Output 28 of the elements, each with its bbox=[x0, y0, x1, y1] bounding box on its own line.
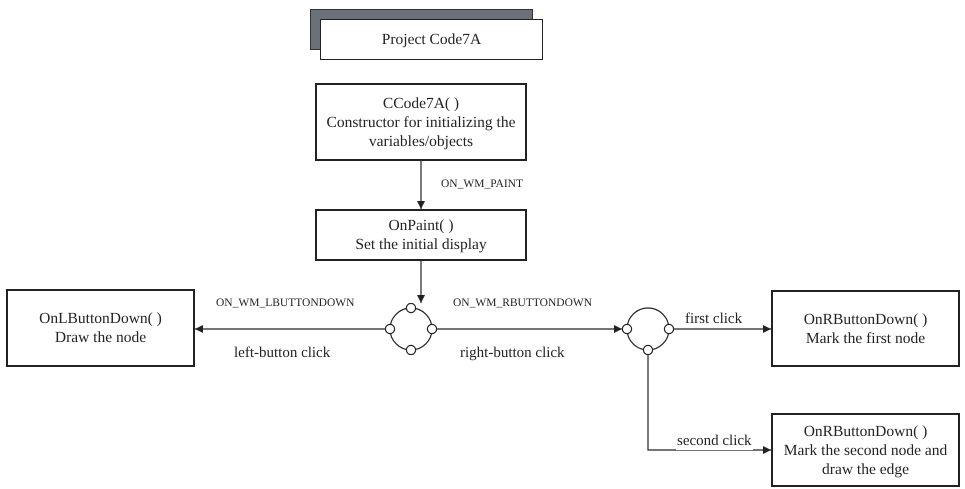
box-text: Mark the first node bbox=[806, 328, 926, 348]
arrow bbox=[647, 355, 771, 454]
function-box bbox=[771, 290, 960, 367]
box-text: Project Code7A bbox=[382, 30, 482, 49]
function-box bbox=[315, 209, 527, 261]
function-name: OnRButtonDown( ) bbox=[804, 422, 928, 440]
edge-label: ON_WM_PAINT bbox=[440, 178, 524, 191]
arrow bbox=[674, 325, 771, 333]
arrow bbox=[195, 325, 385, 333]
box-text: Mark the second node and draw the edge bbox=[782, 440, 948, 478]
function-name: OnLButtonDown( ) bbox=[39, 309, 162, 328]
edge-label: ON_WM_LBUTTONDOWN bbox=[215, 297, 356, 310]
edge-note: right-button click bbox=[459, 345, 566, 362]
box-text: Draw the node bbox=[54, 328, 146, 347]
arrow bbox=[417, 161, 425, 209]
function-name: OnRButtonDown( ) bbox=[804, 310, 928, 328]
box-text: Constructor for initializing the variables/objects bbox=[326, 112, 516, 150]
function-name: CCode7A( ) bbox=[382, 94, 460, 112]
function-box bbox=[771, 413, 960, 487]
arrow bbox=[437, 325, 622, 333]
edge-label: ON_WM_RBUTTONDOWN bbox=[452, 297, 594, 310]
box-text: Set the initial display bbox=[355, 235, 487, 254]
function-box bbox=[315, 83, 527, 161]
function-box bbox=[6, 289, 195, 367]
edge-label: second click bbox=[676, 433, 753, 450]
arrow bbox=[417, 261, 425, 303]
function-name: OnPaint( ) bbox=[388, 216, 454, 235]
junction-circle bbox=[385, 303, 437, 355]
